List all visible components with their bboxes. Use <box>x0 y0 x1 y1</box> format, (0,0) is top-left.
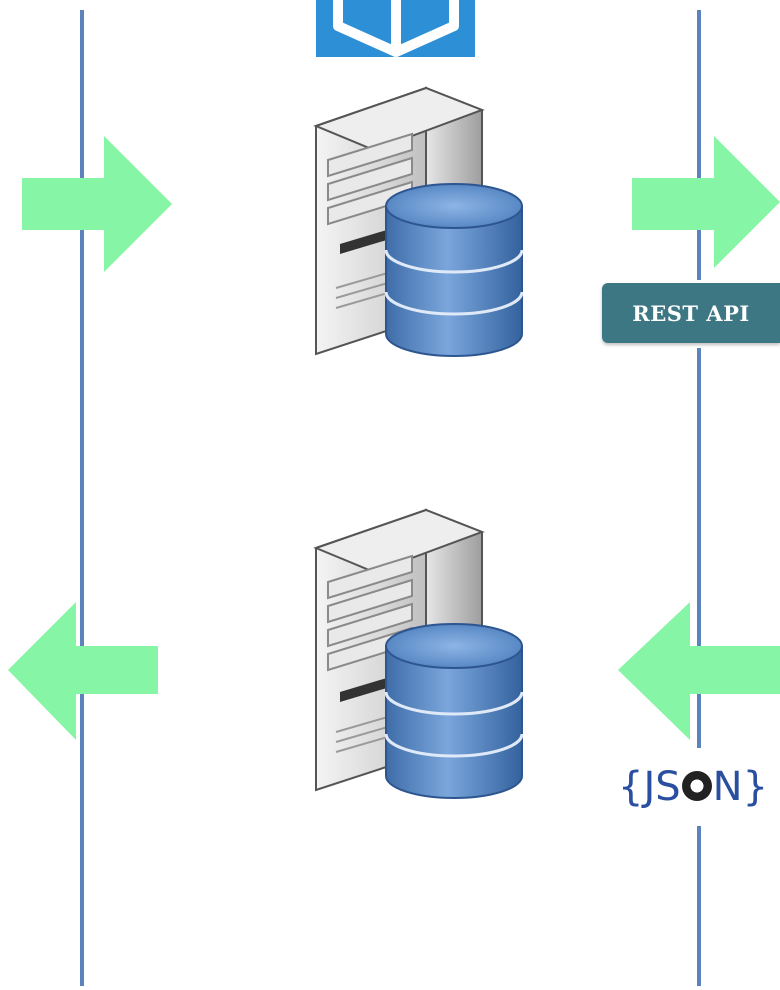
json-suffix: N} <box>712 764 769 810</box>
json-logo: {JS N} <box>618 752 780 822</box>
database-server-icon-top <box>313 86 524 357</box>
arrow-left-left-lane <box>8 602 158 740</box>
arrow-left-right-lane <box>618 602 780 740</box>
arrow-right-left-lane <box>22 136 172 272</box>
lifeline-right-lower <box>697 826 701 986</box>
rest-api-badge: REST API <box>602 283 780 343</box>
lifeline-left <box>80 10 84 986</box>
json-o-icon <box>681 771 712 801</box>
arrow-right-right-lane <box>632 136 780 268</box>
rest-api-label: REST API <box>632 300 750 326</box>
lifeline-right-middle <box>697 348 701 748</box>
lifeline-right-upper <box>697 10 701 280</box>
cube-logo-icon <box>316 0 475 57</box>
database-server-icon-bottom <box>313 508 524 799</box>
json-prefix: {JS <box>618 764 681 810</box>
